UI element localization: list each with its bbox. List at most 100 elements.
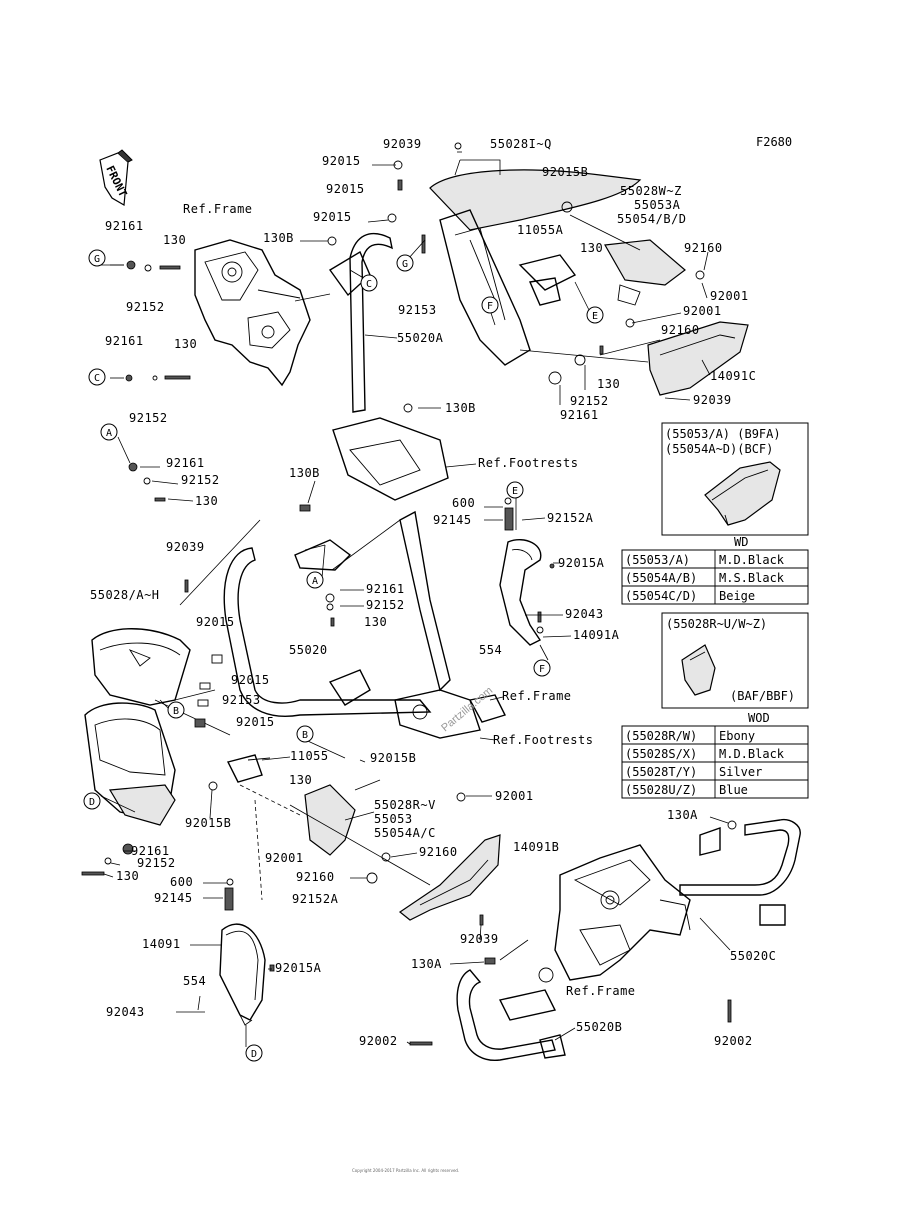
upper-guard-bar-55020a [328,232,449,501]
callout-circle [306,571,324,589]
wod-row-0-color: Ebony [719,729,755,743]
part-label: 92160 [296,870,335,884]
part-label: 92015 [236,715,275,729]
callout-circle [360,274,378,292]
callout-letter: E [592,311,598,322]
part-label: 55054A/C [374,826,436,840]
callout-letter: A [106,428,112,439]
callout-circle [83,792,101,810]
part-label: 92152A [547,511,594,525]
part-label: 92160 [684,241,723,255]
part-label: 92001 [710,289,749,303]
part-label: 92152 [366,598,405,612]
rear-bar-55020c [679,818,801,1023]
part-label: 130 [174,337,197,351]
lower-cover-14091b [289,792,501,926]
part-label: 130A [411,957,442,971]
part-label: 92153 [398,303,437,317]
callout-circle [533,659,551,677]
callout-circle [481,296,499,314]
part-label: 130 [116,869,139,883]
wd-row-2-code: (55054C/D) [625,589,697,603]
part-label: 55020 [289,643,328,657]
part-label: 130B [263,231,294,245]
callout-e: E [586,306,604,324]
part-label: 92001 [683,304,722,318]
wod-row-2-color: Silver [719,765,762,779]
callout-d: D [83,792,101,810]
callout-circle [88,368,106,386]
wd-row-1-color: M.S.Black [719,571,785,585]
part-label: 92001 [495,789,534,803]
callout-e: E [506,481,524,499]
callout-letter: A [312,576,318,587]
callout-letter: G [94,254,100,265]
part-label: 92153 [222,693,261,707]
left-cowl-55028 [84,519,261,826]
frame-upper-left [194,239,331,387]
part-label: 130B [445,401,476,415]
part-label: 92015 [231,673,270,687]
callout-letter: B [173,706,179,717]
part-label: 130 [364,615,387,629]
part-label: 55028W~Z [620,184,682,198]
inset-wod-heading: WOD [748,711,770,725]
part-label: 92015 [322,154,361,168]
part-label: 130 [580,241,603,255]
part-label: 92152 [181,473,220,487]
wod-row-1-code: (55028S/X) [625,747,697,761]
wd-row-0-code: (55053/A) [625,553,690,567]
callout-c: C [360,274,378,292]
lower-cover-14091c [519,321,749,396]
inset-wod-table: (55028R/W) Ebony (55028S/X) M.D.Black (5… [621,725,809,799]
part-label: Ref.Frame [502,689,572,703]
callout-circle [88,249,106,267]
lower-cover-14091a [499,497,555,646]
frame-lower-right [538,844,691,983]
part-label: 14091A [573,628,620,642]
part-label: 92039 [166,540,205,554]
part-label: 130B [289,466,320,480]
inset-wd-heading: WD [734,535,748,549]
part-label: 14091B [513,840,559,854]
part-label: 92039 [460,932,499,946]
part-label: 11055A [517,223,564,237]
part-label: 92161 [560,408,599,422]
inset-wd-line1: (55053/A) (B9FA) [665,427,781,441]
callout-letter: C [366,279,372,290]
callout-circle [100,423,118,441]
bracket-11055 [226,754,301,901]
part-label: 92145 [433,513,472,527]
part-label: 55028/A~H [90,588,160,602]
callout-circle [167,701,185,719]
part-label: 92160 [661,323,700,337]
part-label: 55053 [374,812,413,826]
callout-letter: G [402,259,408,270]
part-label: 92015A [275,961,322,975]
part-label: Ref.Footrests [493,733,593,747]
inset-wod: (55028R~U/W~Z) (BAF/BBF) WOD (55028R/W) … [621,612,809,799]
front-arrow-icon: FRONT [99,149,133,206]
callout-letter: F [487,301,493,312]
part-label: 55028I~Q [490,137,552,151]
callout-letter: B [302,730,308,741]
part-label: 92161 [131,844,170,858]
part-label: 92161 [105,334,144,348]
figure-code: F2680 [756,135,792,149]
part-label: 92015B [542,165,588,179]
callout-letter: D [251,1049,257,1060]
lower-cover-14091 [176,878,275,1026]
part-label: 92145 [154,891,193,905]
callout-circle [245,1044,263,1062]
part-label: 130A [667,808,698,822]
hardware-upper-center [327,142,604,413]
rear-bar-55020b [409,939,566,1062]
part-label: 600 [452,496,475,510]
part-label: 130 [195,494,218,508]
part-label: 92015 [313,210,352,224]
wod-row-0-code: (55028R/W) [625,729,697,743]
callout-a: A [306,571,324,589]
part-label: 92015B [185,816,231,830]
